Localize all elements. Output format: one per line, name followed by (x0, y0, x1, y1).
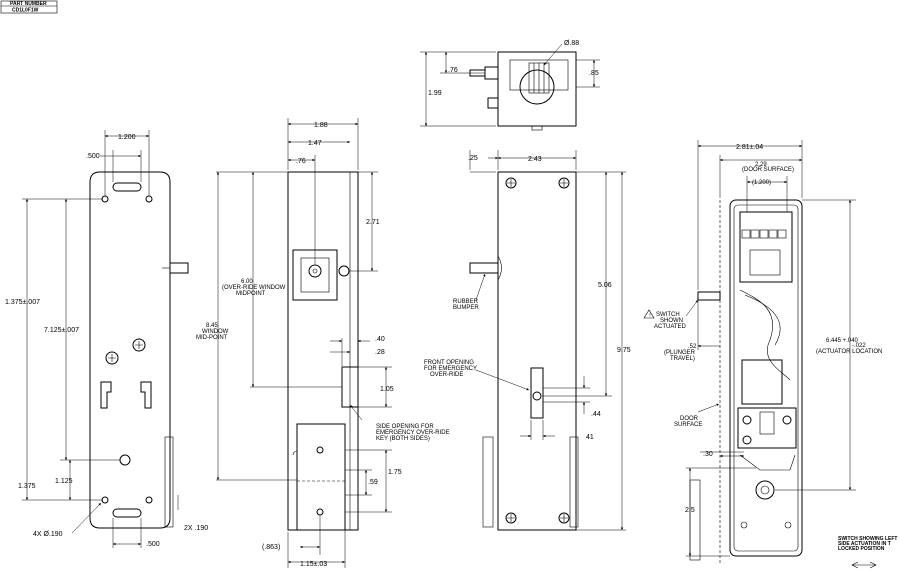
actuator-roller (755, 480, 775, 500)
mount-hole (145, 496, 153, 504)
dim-115: 1.15±.03 (300, 561, 327, 568)
keyhole-slot (100, 381, 112, 409)
front-screws (505, 177, 570, 524)
title-block: PART NUMBER CD1L0F1W (0, 0, 58, 14)
top-view: 1.99 .76 .85 Ø.88 (420, 40, 600, 131)
dim-271: 2.71 (366, 219, 380, 226)
dim-top: 1.200 (118, 134, 136, 141)
switch-block (737, 407, 797, 449)
dim-147: 1.47 (308, 140, 322, 147)
round-hole (119, 454, 131, 466)
side-view: 1.88 1.47 .76 2.71 6.00(OVER-RIDE WINDOW… (196, 118, 450, 568)
dim-59: .59 (368, 479, 378, 486)
dim-175: 1.75 (388, 469, 402, 476)
left-view: 1.200 .500 1.375±.007 7.125±.007 1.125 1… (5, 130, 208, 548)
dim-flange: 2X .190 (184, 525, 208, 532)
dim-281: 2.81±.04 (736, 144, 763, 151)
dim-975: 9.75 (617, 347, 631, 354)
rubber-bumper (469, 262, 499, 274)
dim-6445: 6.445 +.040-.022(ACTUATOR LOCATION (816, 338, 882, 355)
title-block-label: PART NUMBER (10, 1, 47, 7)
side-bracket (296, 423, 346, 531)
dim-188: 1.88 (314, 122, 328, 129)
dim-506: 5.06 (598, 282, 612, 289)
dim-25: .25 (468, 155, 478, 162)
title-block-value: CD1L0F1W (12, 8, 39, 14)
top-knob (519, 69, 555, 105)
left-plate-outline (89, 171, 171, 529)
double-arrow-icon (851, 561, 877, 569)
dim-dia: Ø.88 (564, 40, 579, 47)
front-plate (497, 171, 577, 531)
dim-30: .30 (703, 451, 713, 458)
plunger-pin (169, 262, 189, 274)
solenoid (741, 359, 783, 405)
dim-tab: .500 (86, 153, 100, 160)
side-hole (338, 265, 350, 277)
side-body (287, 171, 359, 531)
terminals (741, 229, 787, 239)
dim-44: .44 (591, 411, 601, 418)
dim-1200: (1.200) (752, 180, 771, 186)
dim-25: 2.5 (685, 507, 695, 514)
housing (729, 199, 803, 557)
top-slot (112, 182, 142, 192)
dim-top-76: .76 (448, 67, 458, 74)
override-slot (530, 367, 544, 419)
dim-40: .40 (375, 336, 385, 343)
dim-105: 1.05 (380, 386, 394, 393)
dim-863: (.863) (262, 544, 280, 551)
terminal-block (739, 211, 793, 283)
dim-229: 2.29(DOOR SURFACE) (742, 162, 794, 173)
keyhole-slot (140, 381, 152, 409)
bottom-slot (112, 508, 142, 518)
dim-bottom-width: .500 (146, 541, 160, 548)
flange (164, 436, 174, 528)
svg-text:!: ! (649, 313, 650, 319)
dim-height-total: 1.375±.007 (5, 299, 40, 306)
plunger (697, 291, 721, 301)
override-hole (308, 264, 322, 278)
dim-41: 41 (586, 434, 594, 441)
dim-85: .85 (589, 70, 599, 77)
right-view: 2.81±.04 2.29(DOOR SURFACE) (1.200) ! SW… (643, 140, 897, 569)
dim-low: 1.125 (55, 478, 73, 485)
warning-icon (643, 309, 655, 319)
mount-hole (145, 195, 153, 203)
dim-28: .28 (375, 349, 385, 356)
dim-243: 2.43 (528, 156, 542, 163)
dim-199: 1.99 (428, 90, 442, 97)
dim-76: .76 (296, 158, 306, 165)
screw-head (132, 338, 146, 352)
dim-bottom: 1.375 (18, 483, 36, 490)
dim-holes: 4X Ø.190 (33, 531, 63, 538)
dim-height-mid: 7.125±.007 (44, 327, 79, 334)
screw-head (105, 351, 119, 365)
